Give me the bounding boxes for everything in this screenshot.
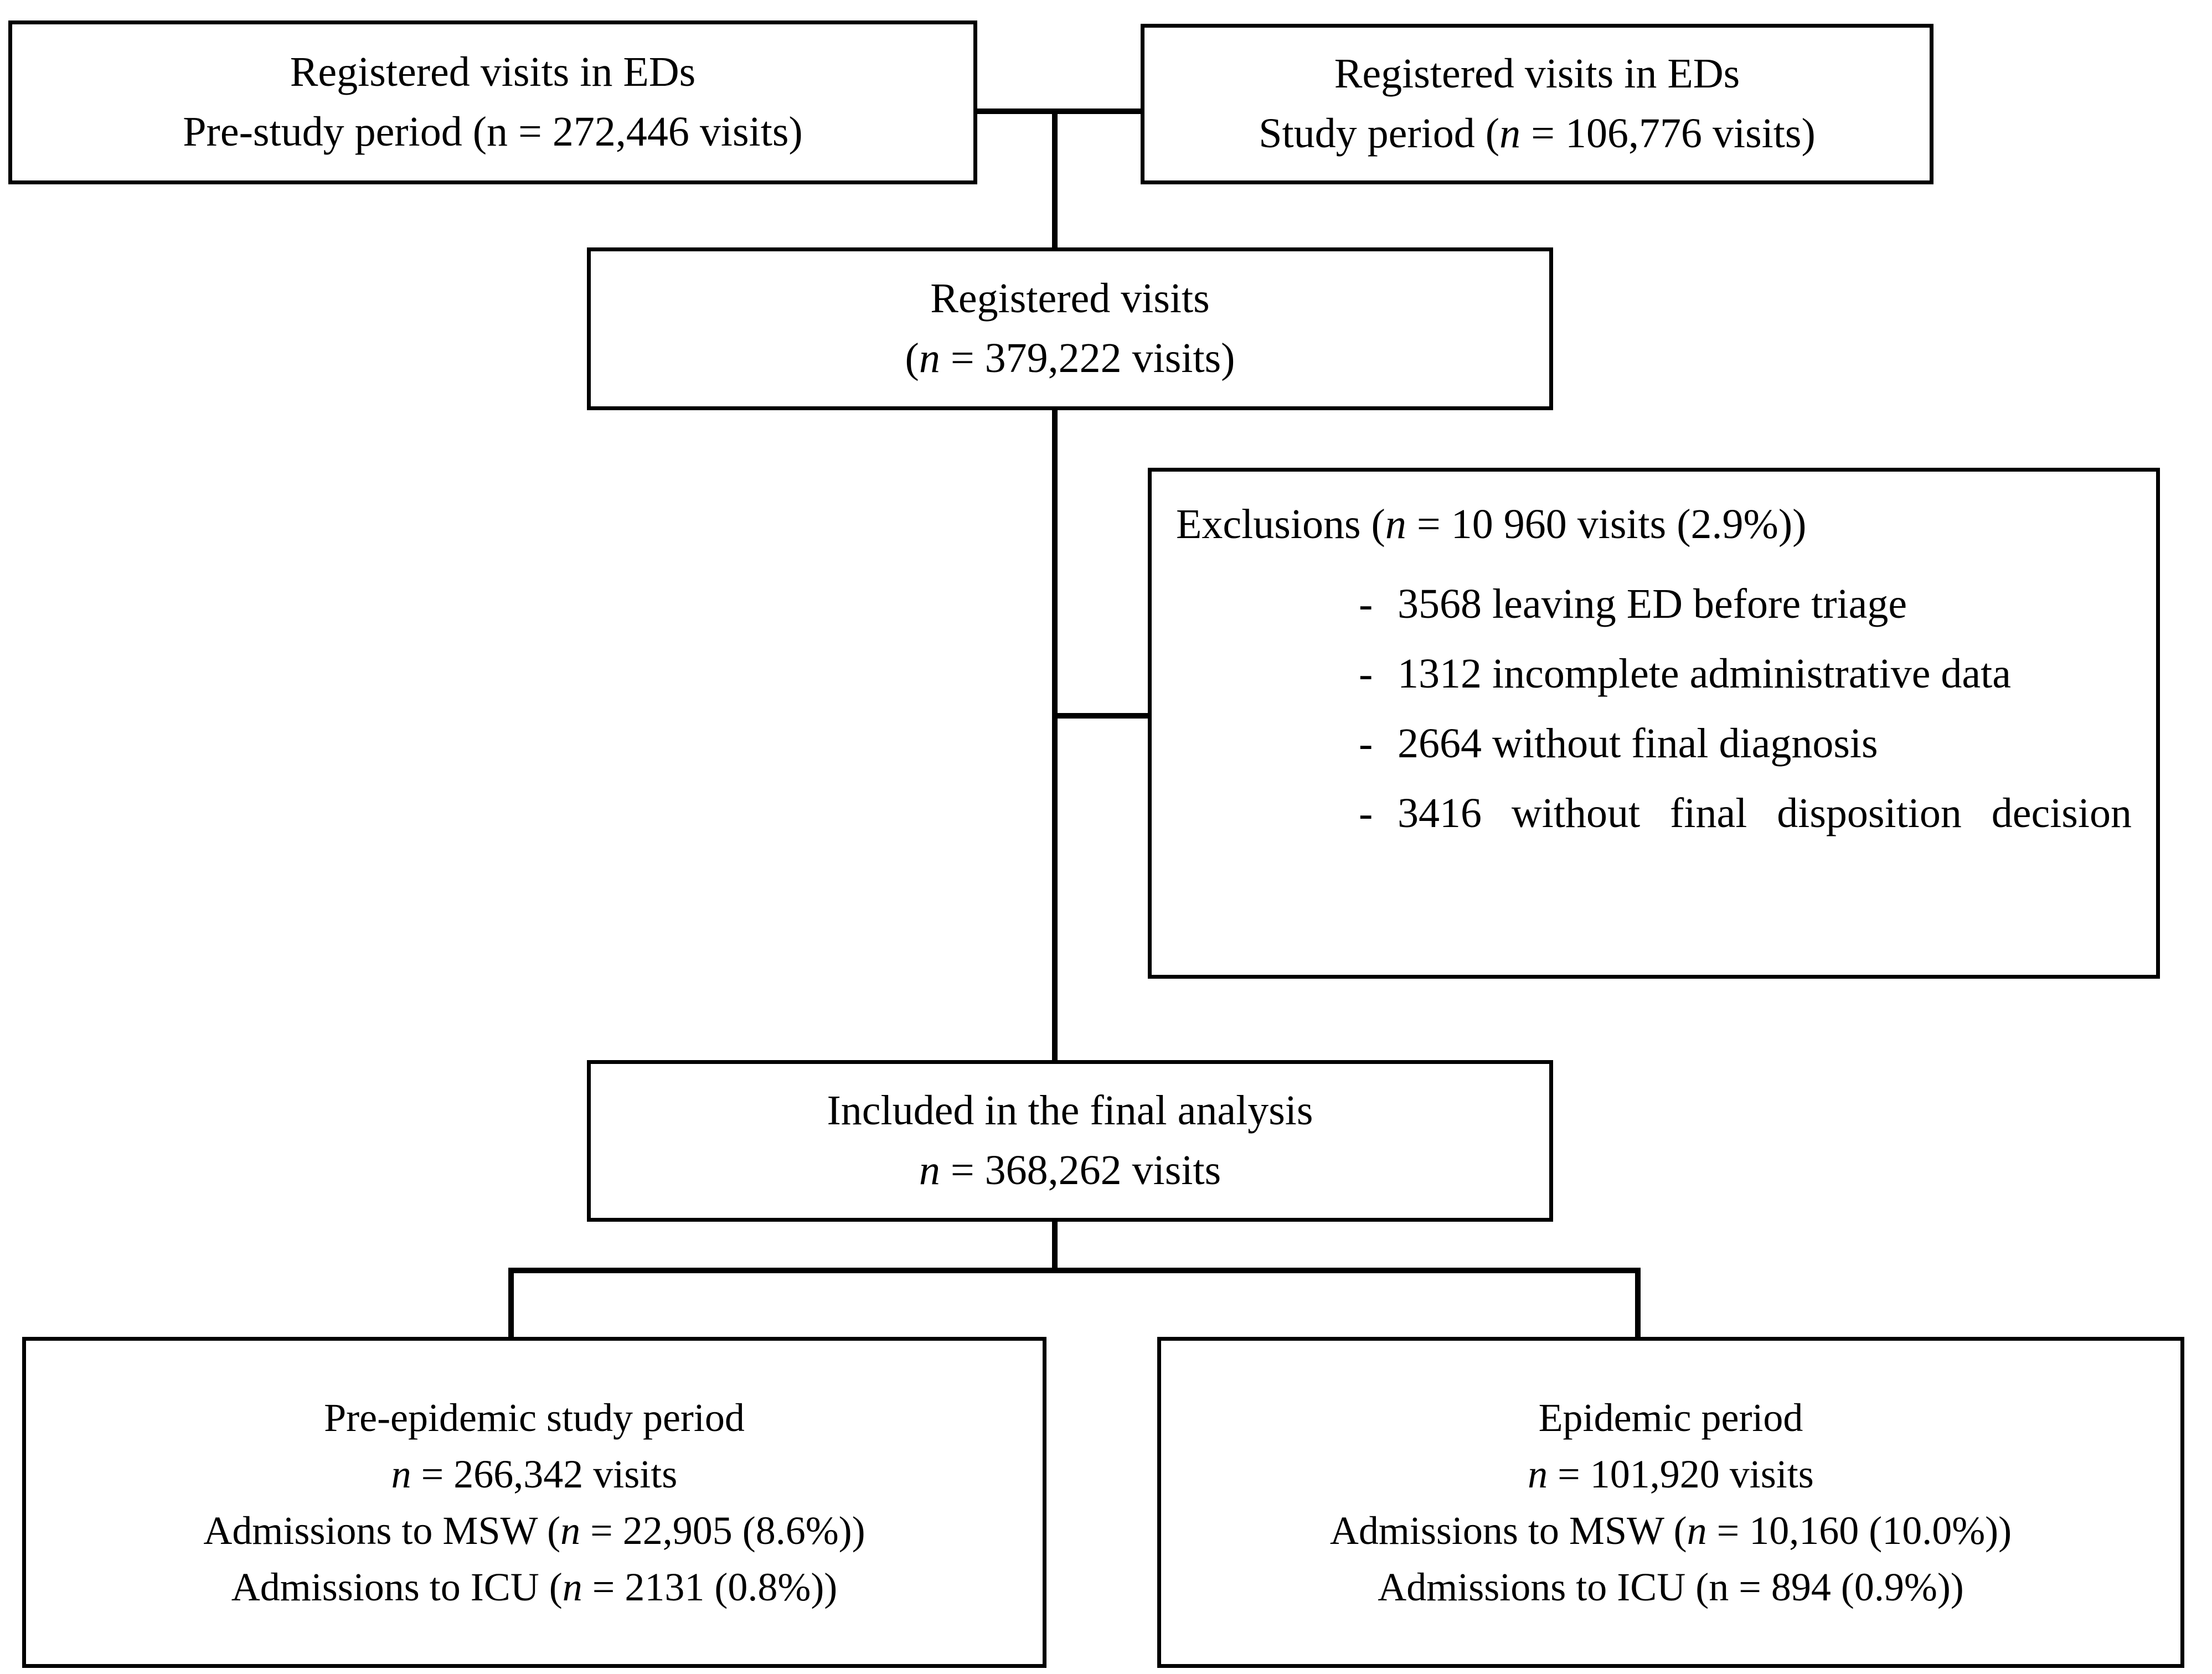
exclusions-header-suffix: = 10 960 visits (2.9%)) [1406,501,1807,547]
bullet-dash-icon: - [1359,720,1373,767]
connector-bottom-horizontal [508,1268,1641,1273]
node-pre-epidemic-study-period: Pre-epidemic study period n = 266,342 vi… [22,1337,1046,1668]
pre-epidemic-title: Pre-epidemic study period [324,1395,745,1440]
epidemic-msw-n-symbol: n [1687,1508,1707,1553]
epidemic-icu-suffix: = 894 (0.9%)) [1729,1565,1964,1610]
epidemic-title: Epidemic period [1538,1395,1803,1440]
registered-count: (n = 379,222 visits) [905,329,1235,389]
exclusion-item: -3416 without final disposition decision [1176,784,2132,844]
pre-epidemic-icu-prefix: Admissions to ICU ( [231,1565,563,1610]
included-count-suffix: = 368,262 visits [940,1147,1221,1194]
epidemic-count-suffix: = 101,920 visits [1548,1451,1814,1496]
bullet-dash-icon: - [1359,580,1373,627]
study-count: Study period (n = 106,776 visits) [1259,104,1816,164]
connector-top-horizontal [975,108,1143,114]
registered-count-prefix: ( [905,335,919,381]
pre-epidemic-msw-admissions: Admissions to MSW (n = 22,905 (8.6%)) [203,1502,865,1559]
bullet-dash-icon: - [1359,650,1373,697]
exclusion-item: -3568 leaving ED before triage [1176,575,2132,634]
study-count-suffix: = 106,776 visits) [1520,110,1816,157]
exclusion-item-text: 1312 incomplete administrative data [1398,650,2012,697]
connector-top-vertical [1052,108,1058,250]
node-epidemic-period: Epidemic period n = 101,920 visits Admis… [1157,1337,2184,1668]
exclusion-item-text: 3568 leaving ED before triage [1398,580,1907,627]
pre-epidemic-count: n = 266,342 visits [391,1446,678,1502]
registered-title: Registered visits [930,275,1210,322]
exclusion-item-text: 2664 without final diagnosis [1398,720,1878,767]
registered-count-suffix: = 379,222 visits) [940,335,1235,381]
exclusion-item: -1312 incomplete administrative data [1176,644,2132,704]
exclusion-item: -2664 without final diagnosis [1176,714,2132,774]
pre-epidemic-icu-n-symbol: n [562,1565,582,1610]
pre-epidemic-count-n-symbol: n [391,1451,411,1496]
epidemic-icu-prefix: Admissions to ICU (n [1378,1565,1729,1610]
connector-exclusions-horizontal [1052,713,1152,719]
pre-epidemic-msw-prefix: Admissions to MSW ( [203,1508,561,1553]
pre-study-title: Registered visits in EDs [290,49,696,96]
node-registered-visits-total: Registered visits (n = 379,222 visits) [587,247,1553,410]
included-count: n = 368,262 visits [919,1141,1221,1201]
node-exclusions: Exclusions (n = 10 960 visits (2.9%)) -3… [1148,468,2160,979]
pre-study-count: Pre-study period (n = 272,446 visits) [183,102,802,162]
pre-study-count-prefix: Pre-study period (n [183,108,508,155]
pre-epidemic-count-suffix: = 266,342 visits [411,1451,678,1496]
study-count-n-symbol: n [1499,110,1521,157]
connector-included-down [1052,1220,1058,1272]
exclusions-header: Exclusions (n = 10 960 visits (2.9%)) [1176,495,2132,555]
study-title: Registered visits in EDs [1334,50,1740,97]
epidemic-msw-admissions: Admissions to MSW (n = 10,160 (10.0%)) [1330,1502,2012,1559]
pre-epidemic-msw-n-symbol: n [560,1508,581,1553]
connector-bottom-right-vertical [1635,1268,1641,1339]
epidemic-count: n = 101,920 visits [1528,1446,1814,1502]
node-included-final-analysis: Included in the final analysis n = 368,2… [587,1060,1553,1222]
epidemic-icu-admissions: Admissions to ICU (n = 894 (0.9%)) [1378,1559,1964,1615]
pre-study-count-suffix: = 272,446 visits) [508,108,803,155]
included-title: Included in the final analysis [827,1087,1313,1134]
connector-bottom-left-vertical [508,1268,514,1339]
exclusions-header-n-symbol: n [1385,501,1406,547]
pre-epidemic-msw-suffix: = 22,905 (8.6%)) [580,1508,865,1553]
included-count-n-symbol: n [919,1147,940,1194]
epidemic-msw-suffix: = 10,160 (10.0%)) [1706,1508,2012,1553]
study-count-prefix: Study period ( [1259,110,1500,157]
exclusion-item-text: 3416 without final disposition decision [1398,789,2132,836]
registered-count-n-symbol: n [919,335,940,381]
epidemic-count-n-symbol: n [1528,1451,1548,1496]
bullet-dash-icon: - [1359,789,1373,836]
pre-epidemic-icu-admissions: Admissions to ICU (n = 2131 (0.8%)) [231,1559,838,1615]
node-pre-study-registered-visits: Registered visits in EDs Pre-study perio… [8,20,977,184]
pre-epidemic-icu-suffix: = 2131 (0.8%)) [582,1565,838,1610]
exclusions-list: -3568 leaving ED before triage -1312 inc… [1176,565,2132,844]
epidemic-msw-prefix: Admissions to MSW ( [1329,1508,1687,1553]
exclusions-header-prefix: Exclusions ( [1176,501,1385,547]
node-study-registered-visits: Registered visits in EDs Study period (n… [1141,24,1933,184]
connector-main-spine-vertical [1052,408,1058,1062]
